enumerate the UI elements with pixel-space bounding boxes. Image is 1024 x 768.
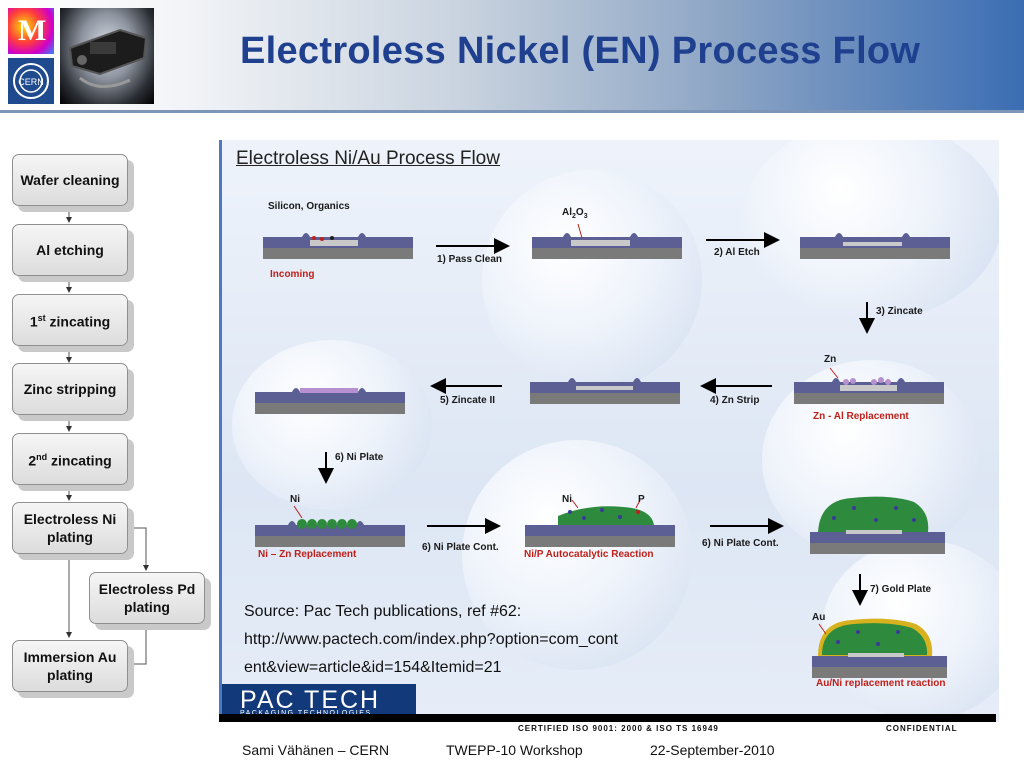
certification-text: CERTIFIED ISO 9001: 2000 & ISO TS 16949 bbox=[518, 724, 719, 733]
wafer-zincate-ii bbox=[255, 388, 405, 414]
flow-step-2nd-zincating: 2nd zincating bbox=[12, 433, 128, 485]
wafer-ni-plate-cont bbox=[810, 496, 945, 554]
label-ni-1: Ni bbox=[290, 494, 300, 505]
source-citation: Source: Pac Tech publications, ref #62: … bbox=[244, 598, 764, 682]
label-nip-autocatalytic: Ni/P Autocatalytic Reaction bbox=[524, 549, 654, 560]
wafer-after-pass-clean bbox=[532, 223, 682, 259]
source-url: http://www.pactech.com/index.php?option=… bbox=[244, 631, 618, 676]
slide-header bbox=[0, 0, 1024, 110]
step-zn-strip: 4) Zn Strip bbox=[710, 395, 760, 406]
wafer-ni-zn-replacement bbox=[255, 505, 405, 547]
step-al-etch: 2) Al Etch bbox=[714, 247, 760, 258]
process-flow-figure: Electroless Ni/Au Process Flow bbox=[219, 140, 999, 722]
flow-step-zinc-stripping: Zinc stripping bbox=[12, 363, 128, 415]
label-au-ni-replacement: Au/Ni replacement reaction bbox=[816, 678, 946, 689]
wafer-incoming bbox=[263, 233, 413, 259]
label-p: P bbox=[638, 494, 645, 505]
footer-date: 22-September-2010 bbox=[650, 742, 775, 758]
label-ni-zn-replacement: Ni – Zn Replacement bbox=[258, 549, 357, 560]
step-ni-plate-cont-1: 6) Ni Plate Cont. bbox=[422, 542, 499, 553]
figure-title: Electroless Ni/Au Process Flow bbox=[236, 148, 500, 169]
detector-module-icon bbox=[68, 28, 148, 88]
background-sphere bbox=[482, 170, 702, 390]
wafer-zinc-replacement bbox=[794, 367, 944, 404]
detector-photo bbox=[60, 8, 154, 104]
wafer-au-ni-replacement bbox=[812, 618, 947, 678]
label-zn: Zn bbox=[824, 354, 837, 365]
cern-logo-icon: CERN bbox=[13, 63, 49, 99]
institute-logo: M bbox=[8, 8, 54, 54]
wafer-after-al-etch bbox=[800, 233, 950, 259]
confidential-text: CONFIDENTIAL bbox=[886, 724, 958, 733]
footer-author: Sami Vähänen – CERN bbox=[242, 742, 390, 758]
process-flow-drawing bbox=[255, 223, 950, 678]
label-zn-al-replacement: Zn - Al Replacement bbox=[813, 411, 909, 422]
wafer-after-zn-strip bbox=[530, 378, 680, 404]
label-al2o3: Al2O3 bbox=[562, 207, 588, 220]
svg-text:CERN: CERN bbox=[18, 77, 44, 87]
step-zincate-ii: 5) Zincate II bbox=[440, 395, 496, 406]
label-silicon-organics: Silicon, Organics bbox=[268, 201, 350, 212]
flow-step-al-etching: Al etching bbox=[12, 224, 128, 276]
step-pass-clean: 1) Pass Clean bbox=[437, 254, 503, 265]
background-sphere bbox=[462, 440, 692, 670]
cern-logo: CERN bbox=[8, 58, 54, 104]
background-sphere bbox=[742, 140, 999, 320]
step-gold-plate: 7) Gold Plate bbox=[870, 584, 932, 595]
certification-bar bbox=[219, 714, 996, 722]
label-au: Au bbox=[812, 612, 826, 623]
flow-step-1st-zincating: 1st zincating bbox=[12, 294, 128, 346]
wafer-nip-autocatalytic bbox=[525, 499, 675, 547]
flow-step-wafer-cleaning: Wafer cleaning bbox=[12, 154, 128, 206]
header-divider bbox=[0, 110, 1024, 113]
label-ni-2: Ni bbox=[562, 494, 572, 505]
footer-event: TWEPP-10 Workshop bbox=[446, 742, 583, 758]
flowchart-connectors bbox=[66, 204, 149, 667]
step-zincate: 3) Zincate bbox=[876, 306, 923, 317]
label-incoming: Incoming bbox=[270, 269, 315, 280]
page-title: Electroless Nickel (EN) Process Flow bbox=[240, 30, 921, 72]
step-ni-plate: 6) Ni Plate bbox=[335, 452, 384, 463]
step-ni-plate-cont-2: 6) Ni Plate Cont. bbox=[702, 538, 779, 549]
